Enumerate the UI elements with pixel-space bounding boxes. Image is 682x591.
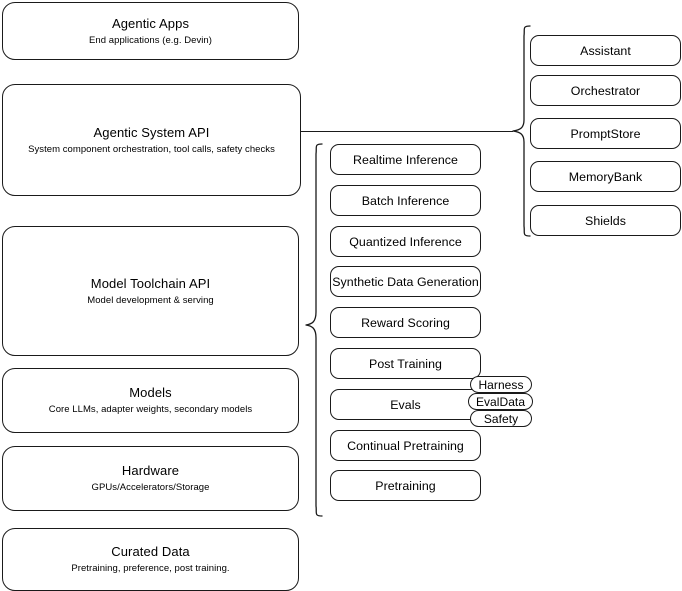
system-component-label: MemoryBank [568,169,643,184]
system-component-promptstore[interactable]: PromptStore [530,118,681,149]
layer-subtitle: GPUs/Accelerators/Storage [91,482,210,493]
capability-label: Continual Pretraining [347,438,464,453]
system-component-label: Shields [585,213,626,228]
capability-synthetic-data-generation[interactable]: Synthetic Data Generation [330,266,481,297]
capability-label: Pretraining [375,478,436,493]
system-component-label: Orchestrator [570,83,641,98]
layer-title: Hardware [121,463,180,478]
eval-badge-evaldata[interactable]: EvalData [468,393,533,410]
layer-title: Model Toolchain API [90,275,211,291]
system-component-assistant[interactable]: Assistant [530,35,681,66]
capability-label: Synthetic Data Generation [332,274,479,289]
brace-system-components [512,25,531,237]
capability-batch-inference[interactable]: Batch Inference [330,185,481,216]
capability-label: Batch Inference [361,193,450,208]
capability-label: Post Training [369,356,442,371]
layer-model-toolchain-api[interactable]: Model Toolchain API Model development & … [2,226,299,356]
layer-title: Models [129,385,172,400]
layer-subtitle: Model development & serving [87,294,214,306]
capability-post-training[interactable]: Post Training [330,348,481,379]
system-component-orchestrator[interactable]: Orchestrator [530,75,681,106]
layer-hardware[interactable]: Hardware GPUs/Accelerators/Storage [2,446,299,511]
layer-curated-data[interactable]: Curated Data Pretraining, preference, po… [2,528,299,591]
layer-subtitle: System component orchestration, tool cal… [28,143,275,155]
system-component-shields[interactable]: Shields [530,205,681,236]
connector-system-api-to-components [301,131,513,133]
capability-reward-scoring[interactable]: Reward Scoring [330,307,481,338]
capability-label: Quantized Inference [349,234,462,249]
brace-toolchain-capabilities [305,143,323,517]
layer-title: Agentic Apps [111,15,190,31]
capability-label: Evals [390,397,421,412]
system-component-label: PromptStore [570,126,641,141]
layer-models[interactable]: Models Core LLMs, adapter weights, secon… [2,368,299,433]
capability-continual-pretraining[interactable]: Continual Pretraining [330,430,481,461]
eval-badge-label: Harness [478,377,524,392]
layer-subtitle: Pretraining, preference, post training. [71,563,230,574]
capability-realtime-inference[interactable]: Realtime Inference [330,144,481,175]
capability-label: Reward Scoring [361,315,450,330]
eval-badge-label: EvalData [475,394,526,409]
capability-quantized-inference[interactable]: Quantized Inference [330,226,481,257]
capability-label: Realtime Inference [353,152,458,167]
layer-title: Agentic System API [93,124,210,140]
capability-pretraining[interactable]: Pretraining [330,470,481,501]
capability-evals[interactable]: Evals [330,389,481,420]
eval-badge-harness[interactable]: Harness [470,376,532,393]
system-component-memorybank[interactable]: MemoryBank [530,161,681,192]
layer-agentic-apps[interactable]: Agentic Apps End applications (e.g. Devi… [2,2,299,60]
layer-subtitle: End applications (e.g. Devin) [89,34,212,46]
eval-badge-label: Safety [483,411,519,426]
layer-agentic-system-api[interactable]: Agentic System API System component orch… [2,84,301,196]
layer-subtitle: Core LLMs, adapter weights, secondary mo… [48,404,253,415]
system-component-label: Assistant [580,43,631,58]
layer-title: Curated Data [111,544,190,559]
eval-badge-safety[interactable]: Safety [470,410,532,427]
